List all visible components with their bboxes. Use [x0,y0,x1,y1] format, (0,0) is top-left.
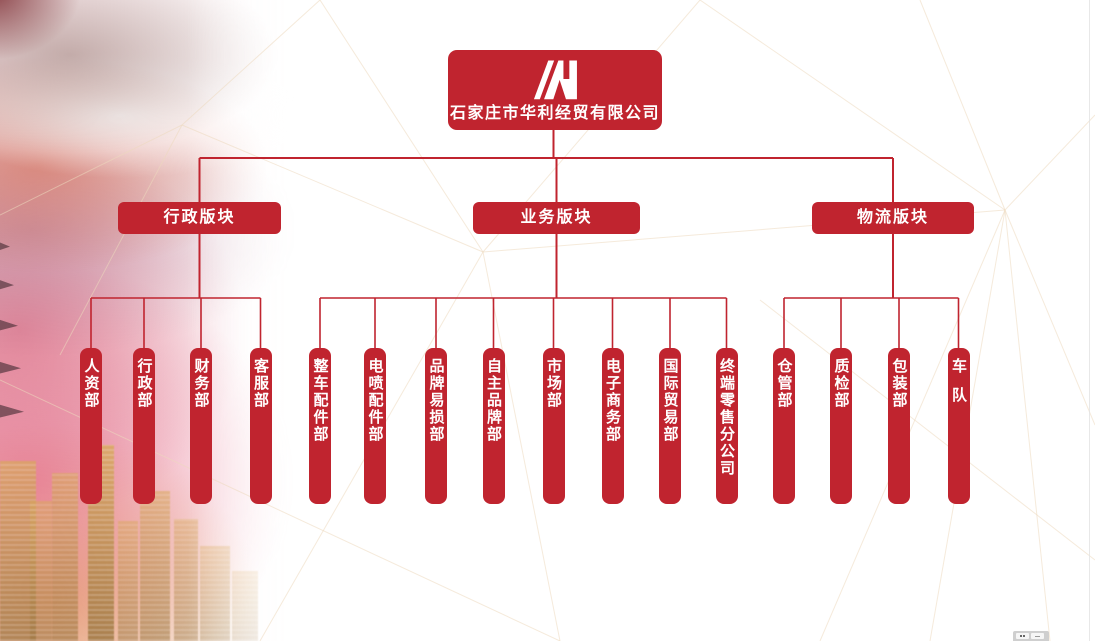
department-label: 国际贸易部 [661,358,679,443]
department-label: 市场部 [545,358,562,409]
department-node-1-7[interactable]: 终端零售分公司 [715,348,738,504]
branch-node-0[interactable]: 行政版块 [118,202,281,234]
department-label: 客服部 [252,358,269,409]
department-node-2-0[interactable]: 仓管部 [773,348,795,504]
department-node-1-4[interactable]: 市场部 [542,348,565,504]
department-label: 人资部 [82,358,100,409]
department-label: 行政部 [135,358,153,409]
department-label: 包装部 [890,358,908,409]
mini-toolbar[interactable] [1013,631,1049,641]
company-root-node[interactable]: 石家庄市华利经贸有限公司 [448,50,662,130]
branch-node-1[interactable]: 业务版块 [473,202,640,234]
department-node-1-5[interactable]: 电子商务部 [601,348,624,504]
window-edge-line [1089,0,1090,641]
department-node-2-1[interactable]: 质检部 [830,348,852,504]
department-node-1-6[interactable]: 国际贸易部 [659,348,681,504]
department-label: 终端零售分公司 [718,358,735,477]
department-node-1-1[interactable]: 电喷配件部 [364,348,386,504]
department-node-0-1[interactable]: 行政部 [133,348,155,504]
department-node-2-2[interactable]: 包装部 [888,348,910,504]
department-label: 电子商务部 [604,358,621,443]
department-label: 财务部 [192,358,210,409]
department-label: 车队 [950,358,967,416]
department-node-0-0[interactable]: 人资部 [80,348,102,504]
department-node-0-3[interactable]: 客服部 [249,348,272,504]
pagoda-silhouette [0,240,28,430]
department-label: 质检部 [832,358,850,409]
department-node-1-3[interactable]: 自主品牌部 [482,348,505,504]
minimize-icon[interactable] [1031,633,1044,639]
company-name: 石家庄市华利经贸有限公司 [449,105,660,122]
department-label: 仓管部 [775,358,793,409]
department-node-1-0[interactable]: 整车配件部 [309,348,331,504]
department-node-1-2[interactable]: 品牌易损部 [425,348,447,504]
department-label: 品牌易损部 [427,358,445,443]
department-node-2-3[interactable]: 车队 [947,348,970,504]
branch-node-2[interactable]: 物流版块 [812,202,974,234]
city-skyline [0,415,280,641]
department-label: 自主品牌部 [485,358,502,443]
drag-dots-icon[interactable] [1016,633,1029,639]
background-photo [0,0,340,641]
department-label: 电喷配件部 [366,358,384,443]
department-label: 整车配件部 [311,358,329,443]
department-node-0-2[interactable]: 财务部 [190,348,212,504]
tower-logo-icon [528,55,582,103]
